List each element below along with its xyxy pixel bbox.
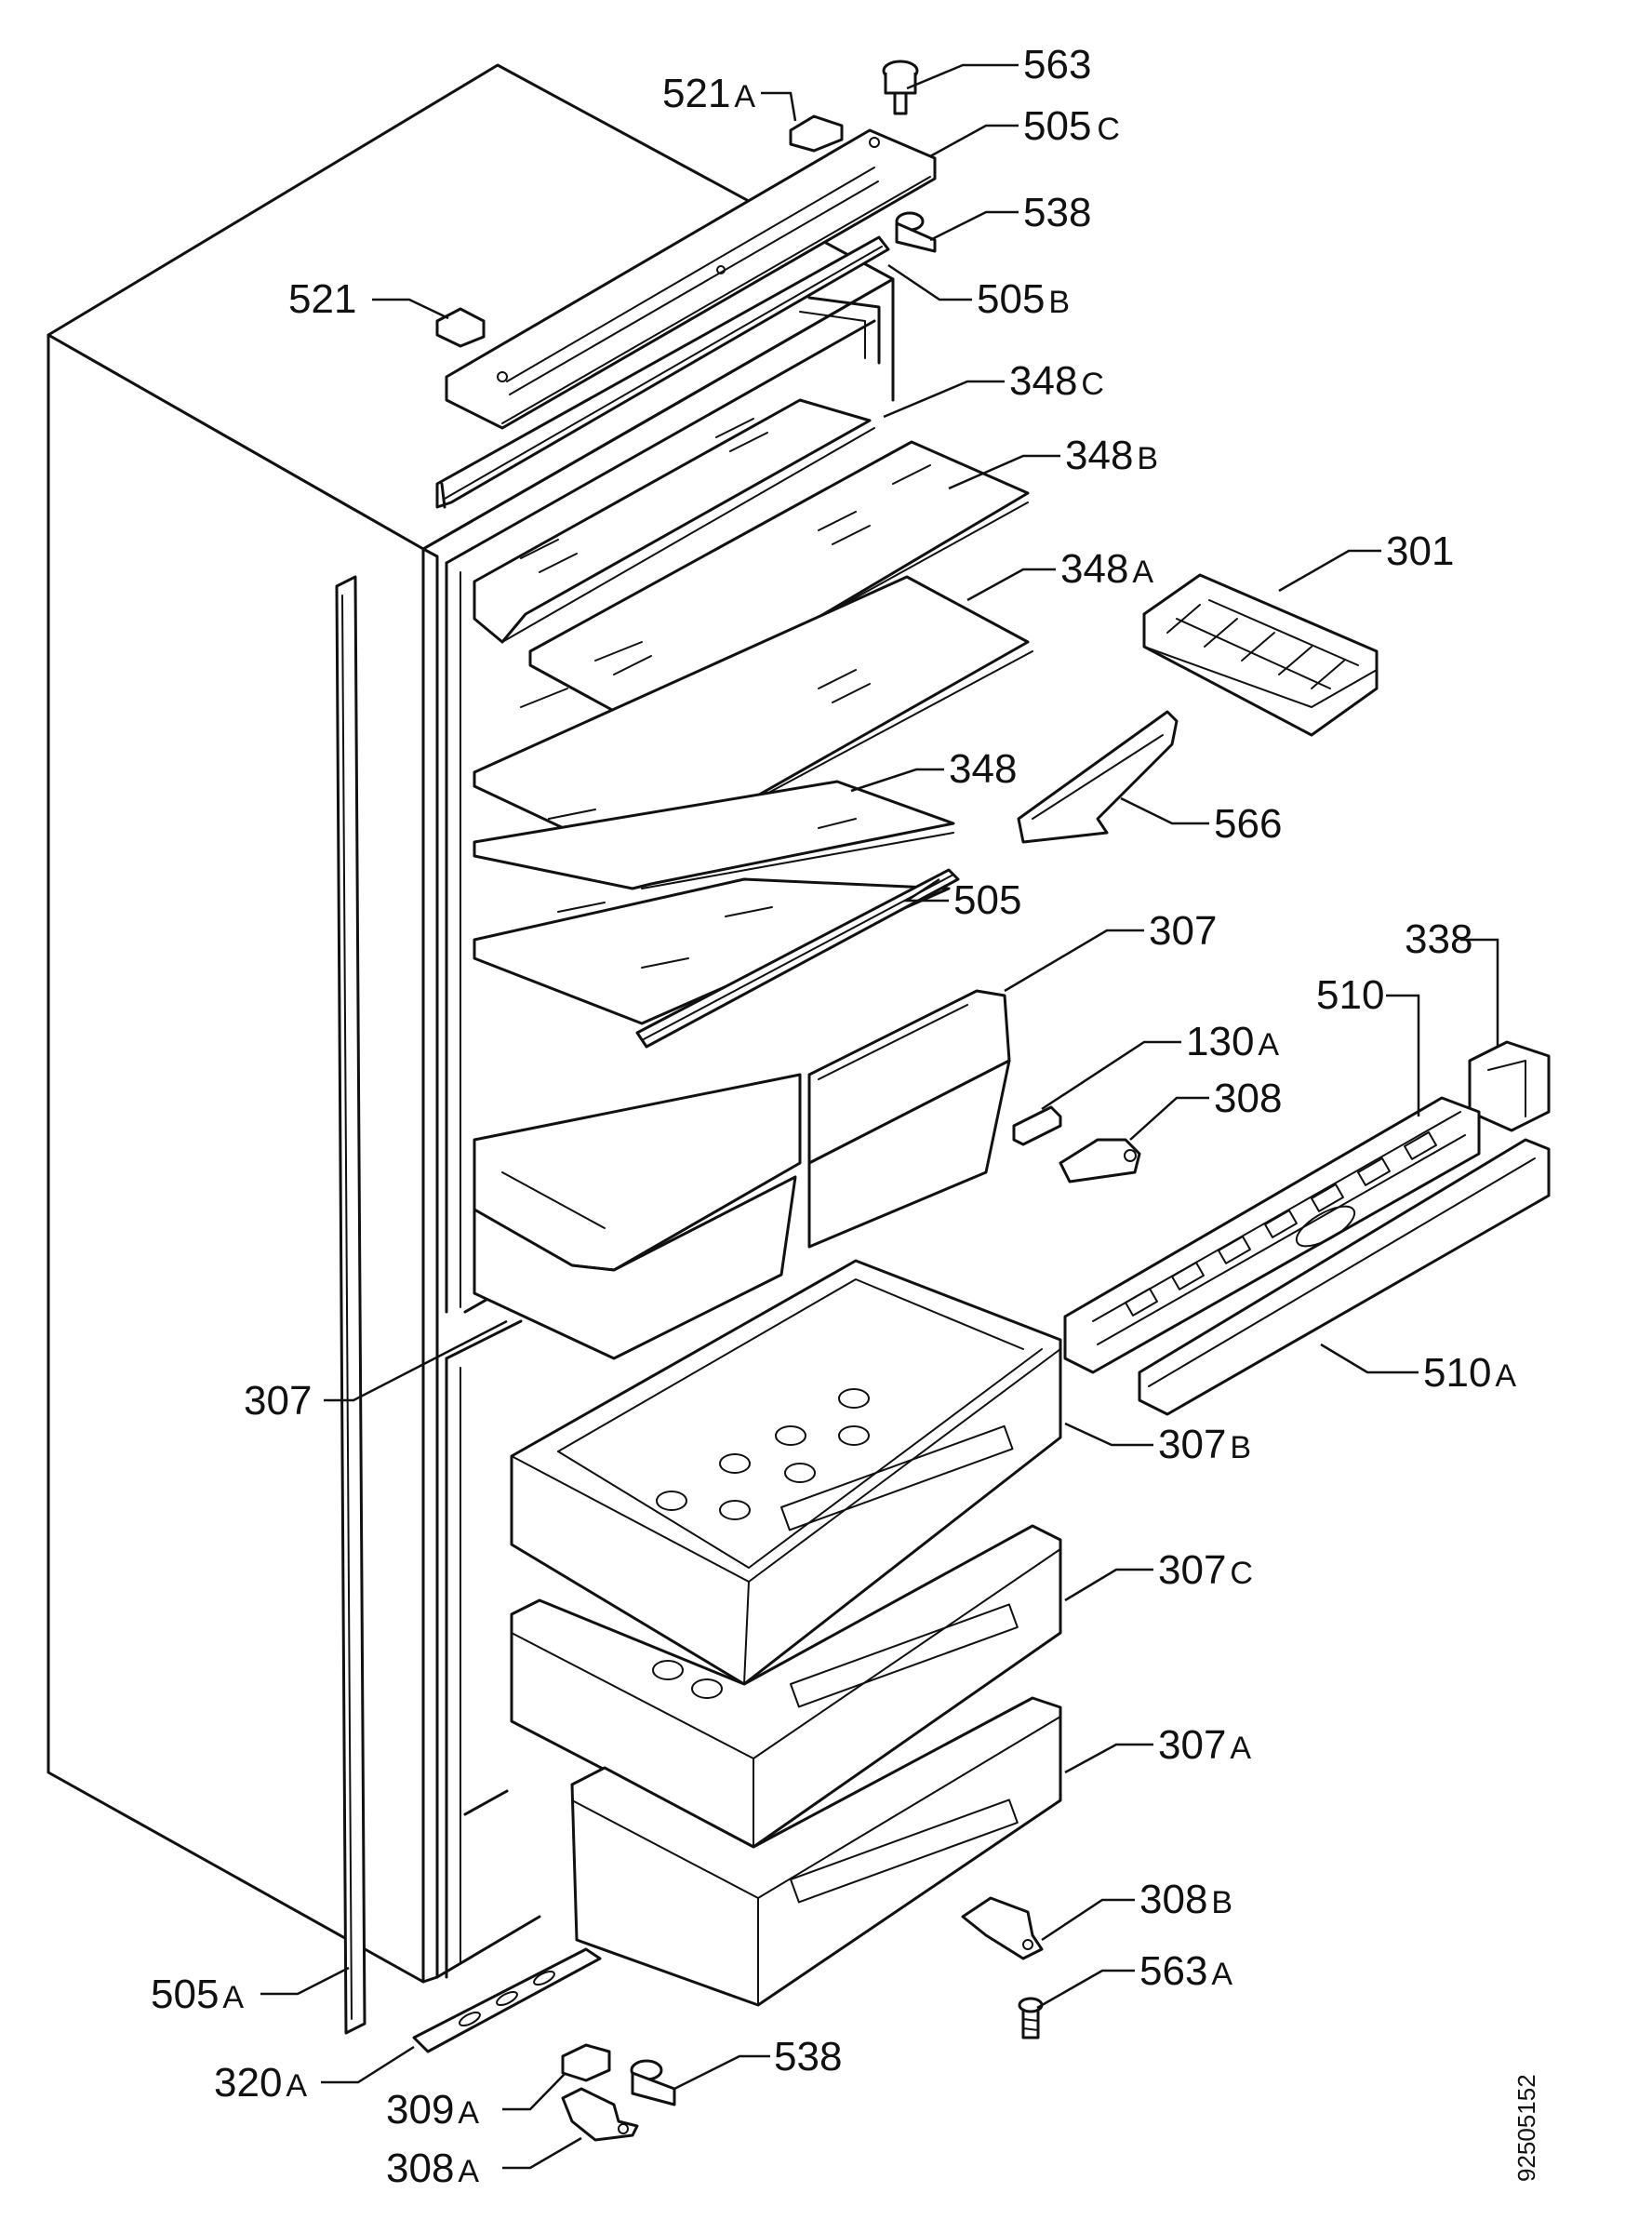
- hinge-308: [1059, 1138, 1141, 1183]
- bottom-hinge-plate-320a: [412, 1947, 602, 2053]
- label-338: 338: [1405, 916, 1472, 962]
- label-307-left: 307: [244, 1378, 312, 1424]
- bracket-308a: [561, 2087, 639, 2142]
- hinge-bracket-538-top: [895, 211, 937, 253]
- door-top-strip-505b: [435, 235, 890, 509]
- label-307-upper: 307: [1149, 908, 1217, 954]
- door-rail-510: [1063, 1096, 1481, 1374]
- hinge-cover-521a: [789, 114, 844, 153]
- label-301: 301: [1386, 528, 1454, 574]
- refrigerator-cabinet: [47, 63, 895, 1984]
- leader-lines: [260, 63, 1499, 2170]
- label-563: 563: [1023, 42, 1091, 87]
- top-hinge-rail-505c: [445, 128, 937, 430]
- hinge-cover-521: [435, 307, 486, 348]
- shelf-trim-505: [635, 868, 960, 1049]
- cover-309a: [561, 2043, 611, 2082]
- glass-shelf-348: [473, 780, 955, 890]
- door-trim-strip-505a: [335, 575, 366, 2035]
- crisper-drawer-307-left: [473, 1073, 802, 1360]
- ice-scoop-566: [1017, 710, 1179, 844]
- hinge-308b: [961, 1896, 1044, 1960]
- small-plate-130a: [1012, 1105, 1062, 1146]
- label-566: 566: [1214, 801, 1282, 847]
- ice-cube-tray-301: [1142, 573, 1379, 737]
- freezer-basket-307c: [510, 1524, 1062, 1849]
- document-number: 92505152: [1512, 2074, 1540, 2182]
- label-538-bottom: 538: [774, 2034, 842, 2079]
- label-538-top: 538: [1023, 190, 1091, 235]
- hinge-bracket-538-bottom: [630, 2059, 676, 2106]
- freezer-basket-307a: [570, 1696, 1062, 2007]
- label-505: 505: [953, 877, 1021, 923]
- label-348: 348: [949, 746, 1017, 792]
- label-308: 308: [1214, 1076, 1282, 1121]
- label-510: 510: [1316, 972, 1384, 1018]
- door-cover-338: [1468, 1040, 1551, 1132]
- hinge-pin-563a: [1018, 1997, 1044, 2039]
- crisper-drawer-307-right: [807, 989, 1011, 1249]
- door-rail-cover-510a: [1138, 1138, 1551, 1416]
- freezer-basket-307b: [510, 1259, 1062, 1686]
- label-521: 521: [288, 276, 356, 322]
- glass-shelf-348c: [473, 398, 875, 644]
